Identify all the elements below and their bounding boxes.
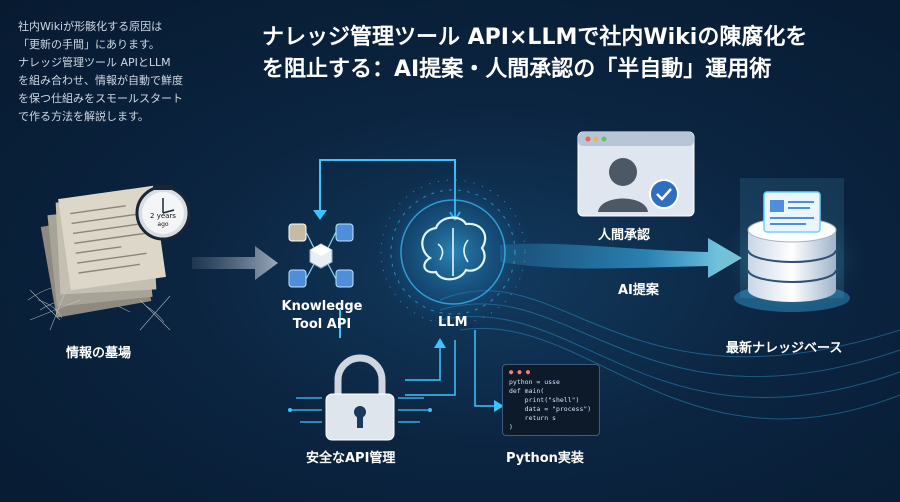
intro-text: 社内Wikiが形骸化する原因は 「更新の手間」にあります。 ナレッジ管理ツール … [18, 18, 248, 126]
intro-line: を組み合わせ、情報が自動で鮮度 [18, 74, 183, 87]
cobweb-icon [29, 279, 171, 331]
clock-label-2: ago [157, 221, 168, 228]
arrow-head [313, 210, 327, 220]
knowledge-base-icon [717, 178, 867, 320]
security-label: 安全なAPI管理 [306, 451, 396, 466]
api-label-line-1: Knowledge [281, 299, 363, 314]
code-line: return s [509, 414, 556, 422]
code-line: print("shell") [509, 396, 580, 404]
human-approval-label: 人間承認 [598, 228, 651, 243]
arrow-head [494, 400, 504, 412]
flow-arrow-beam [500, 238, 742, 278]
intro-line: で作る方法を解説します。 [18, 110, 149, 123]
code-line: python = usse [509, 378, 560, 386]
ai-proposal-label: AI提案 [618, 283, 659, 298]
intro-line: 「更新の手間」にあります。 [18, 38, 160, 51]
flow-arrow-gray [192, 246, 278, 280]
code-line: def main( [509, 387, 545, 395]
intro-line: 社内Wikiが形骸化する原因は [18, 20, 163, 33]
code-window: ● ● ● python = usse def main( print("she… [502, 364, 600, 436]
lock-icon [288, 354, 432, 441]
title-line-1: ナレッジ管理ツール API×LLMで社内Wikiの陳腐化を [262, 25, 808, 50]
page-title: ナレッジ管理ツール API×LLMで社内Wikiの陳腐化を を阻止する：AI提案… [262, 22, 892, 86]
arrow-head [434, 338, 446, 348]
human-approval-card [577, 131, 695, 217]
knowledge-api-icon [288, 223, 354, 288]
title-line-2: を阻止する：AI提案・人間承認の「半自動」運用術 [262, 57, 772, 82]
code-line: data = "process") [509, 405, 592, 413]
api-label-line-2: Tool API [292, 317, 352, 332]
clock-icon: 2 years ago [135, 185, 191, 241]
intro-line: ナレッジ管理ツール APIとLLM [18, 56, 171, 69]
intro-line: を保つ仕組みをスモールスタート [18, 92, 183, 105]
window-dots-icon: ● ● ● [509, 368, 531, 376]
api-label: Knowledge Tool API [272, 298, 372, 334]
graveyard-label: 情報の墓場 [66, 346, 132, 361]
llm-label: LLM [438, 315, 468, 330]
connector-lines [405, 330, 496, 407]
code-line: ) [509, 423, 513, 431]
python-label: Python実装 [506, 451, 584, 466]
clock-label-1: 2 years [150, 212, 176, 220]
knowledge-base-label: 最新ナレッジベース [726, 341, 843, 356]
document-stack-icon [27, 185, 171, 331]
